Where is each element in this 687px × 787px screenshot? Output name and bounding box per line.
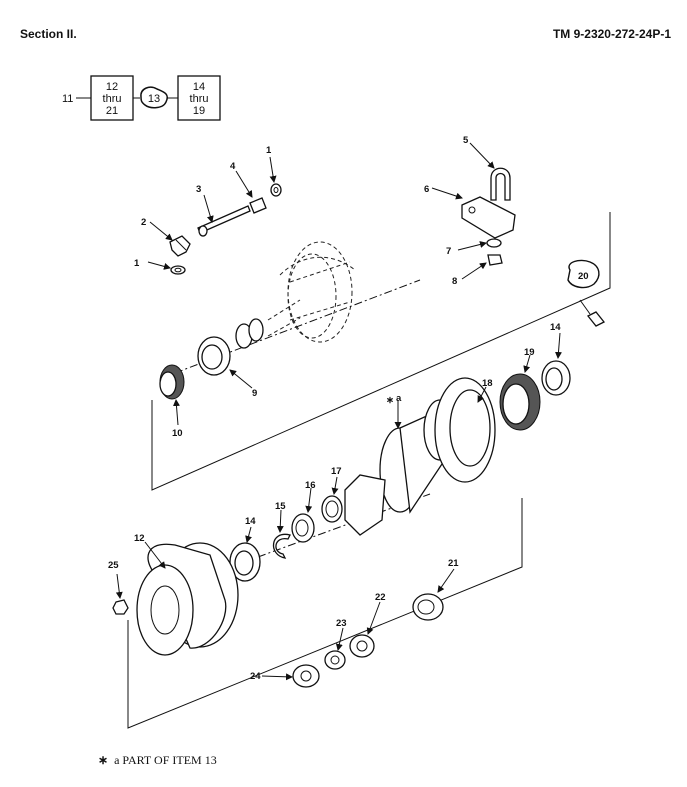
assembly-breakdown-box: 11 12 thru 21 13 14 thru 19	[62, 75, 221, 121]
callout-label: 18	[482, 378, 493, 389]
center-item-number: 13	[148, 93, 160, 105]
bracket	[461, 196, 516, 239]
callout-label: 2	[141, 217, 146, 228]
nut-24	[292, 664, 320, 688]
callout-label: 1	[134, 258, 140, 269]
callout-label: 14	[245, 516, 256, 527]
callout-label: 14	[550, 322, 561, 333]
callout-label: 4	[230, 161, 236, 172]
footnote-text: a PART OF ITEM 13	[114, 753, 217, 767]
callout-label: 12	[134, 533, 145, 544]
callout-label: 23	[336, 618, 347, 629]
callout-label: 1	[266, 145, 272, 156]
callout-label: 17	[331, 466, 342, 477]
asterisk-marker: ∗	[386, 395, 394, 406]
washer-1a	[170, 265, 186, 275]
snap-ring	[272, 533, 291, 559]
nut-8	[487, 254, 503, 266]
right-box-line-1: 14	[193, 81, 205, 93]
footnote-symbol: ∗	[98, 753, 109, 767]
washer-1b	[270, 183, 282, 197]
callout-label: 9	[252, 388, 257, 399]
callout-leaders	[115, 142, 562, 681]
callout-label: 5	[463, 135, 469, 146]
right-box-line-2: thru	[190, 93, 209, 105]
callout-label: 22	[375, 592, 386, 603]
right-box-line-3: 19	[193, 105, 205, 117]
callout-label: 25	[108, 560, 119, 571]
callout-label: 20	[578, 271, 589, 282]
elbow-fitting	[169, 235, 191, 257]
callout-label: 21	[448, 558, 459, 569]
callout-label: 24	[250, 671, 261, 682]
tm-number: TM 9-2320-272-24P-1	[552, 27, 671, 41]
callout-label: 19	[524, 347, 535, 358]
callout-label: 16	[305, 480, 316, 491]
section-title: Section II.	[20, 27, 77, 41]
washer-23	[324, 650, 346, 670]
nut-25	[112, 599, 129, 615]
callout-label: a	[396, 393, 402, 404]
callout-label: 8	[452, 276, 457, 287]
footnote: ∗ a PART OF ITEM 13	[98, 753, 217, 768]
callout-label: 10	[172, 428, 183, 439]
part-16	[291, 513, 315, 543]
center-item-outline	[140, 86, 169, 109]
callout-label: 3	[196, 184, 201, 195]
callout-label: 6	[424, 184, 429, 195]
brake-drum	[136, 542, 239, 656]
callout-label: 7	[446, 246, 451, 257]
nut-22	[349, 634, 375, 658]
part-17	[321, 495, 343, 523]
left-box-line-2: thru	[103, 93, 122, 105]
left-box-line-3: 21	[106, 105, 118, 117]
parent-item-number: 11	[62, 93, 73, 105]
callout-20-outline	[567, 259, 600, 289]
fitting	[249, 197, 267, 214]
left-box-line-1: 12	[106, 81, 118, 93]
callout-labels: 1 2 3 4 1 5 6 7 8 9 10 20 14 19 18 a 17 …	[108, 135, 589, 682]
callout-label: 15	[275, 501, 286, 512]
right-item-box	[177, 75, 221, 121]
bracket-lines	[127, 212, 611, 729]
washer-7	[486, 238, 502, 248]
bolt	[586, 311, 606, 327]
u-bolt	[490, 167, 511, 201]
axle-spindle-outline	[267, 241, 356, 343]
left-item-box	[90, 75, 134, 121]
part-21	[412, 593, 444, 621]
